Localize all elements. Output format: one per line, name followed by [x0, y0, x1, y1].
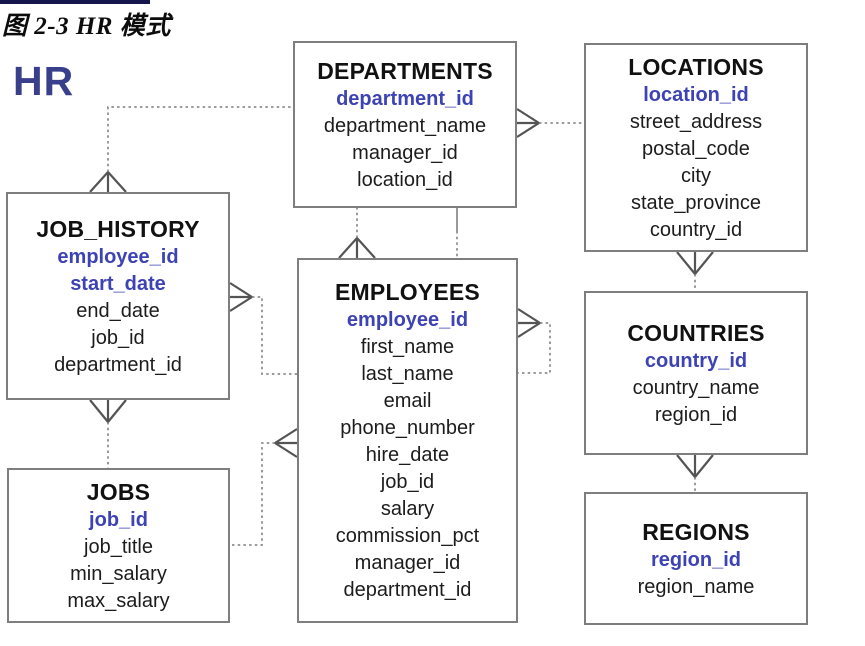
column-field: department_id: [343, 579, 472, 601]
crowsfoot-locations-bottom: [676, 251, 714, 275]
column-list: end_date job_id department_id: [54, 298, 182, 379]
crowsfoot-employees-top: [338, 237, 376, 259]
column-field: last_name: [361, 363, 454, 385]
entity-title: JOB_HISTORY: [36, 215, 200, 242]
column-field: commission_pct: [335, 525, 480, 547]
column-field: city: [680, 164, 711, 187]
pk-list: country_id: [645, 348, 747, 375]
column-field: region_name: [637, 575, 755, 598]
pk-field: region_id: [650, 548, 741, 571]
entity-title: JOBS: [86, 478, 151, 505]
column-field: country_name: [632, 376, 760, 399]
column-field: country_id: [649, 218, 743, 241]
entity-job-history: JOB_HISTORY employee_id start_date end_da…: [6, 192, 230, 400]
entity-title: LOCATIONS: [628, 53, 764, 80]
column-field: job_id: [91, 326, 145, 349]
crowsfoot-jobhistory-top: [89, 171, 127, 193]
entity-employees: EMPLOYEES employee_id first_name last_nam…: [297, 258, 518, 623]
column-field: min_salary: [70, 562, 167, 585]
connector-jobhistory-departments: [107, 106, 293, 172]
column-list: country_name region_id: [633, 375, 760, 429]
entity-title: EMPLOYEES: [335, 279, 480, 305]
pk-list: location_id: [643, 82, 749, 109]
column-field: location_id: [357, 168, 453, 191]
entity-departments: DEPARTMENTS department_id department_nam…: [293, 41, 517, 208]
entity-title: REGIONS: [642, 518, 750, 545]
crowsfoot-jobhistory-right: [229, 282, 253, 312]
connector-employees-jobs: [230, 442, 275, 546]
column-field: region_id: [654, 403, 738, 426]
pk-list: employee_id start_date: [57, 244, 178, 298]
pk-field: employee_id: [346, 309, 469, 331]
pk-list: employee_id: [347, 307, 468, 334]
schema-label: HR: [13, 58, 75, 104]
entity-countries: COUNTRIES country_id country_name region_…: [584, 291, 808, 455]
column-field: department_name: [323, 114, 487, 137]
column-field: state_province: [630, 191, 762, 214]
connector-employees-self-manager: [518, 322, 551, 374]
column-list: job_title min_salary max_salary: [67, 534, 169, 615]
connector-jobhistory-employees: [252, 296, 297, 375]
column-field: manager_id: [352, 141, 458, 164]
pk-list: job_id: [89, 507, 148, 534]
crowsfoot-departments-right: [516, 108, 540, 138]
pk-list: department_id: [336, 86, 474, 113]
crowsfoot-employees-left: [274, 428, 298, 458]
entity-title: COUNTRIES: [627, 319, 765, 346]
pk-field: start_date: [70, 272, 166, 295]
crowsfoot-countries-bottom: [676, 454, 714, 478]
column-list: department_name manager_id location_id: [324, 113, 486, 194]
entity-title: DEPARTMENTS: [317, 57, 493, 84]
column-field: department_id: [54, 353, 182, 376]
column-field: street_address: [629, 110, 763, 133]
pk-field: location_id: [643, 83, 749, 106]
column-field: salary: [380, 498, 435, 520]
column-field: manager_id: [354, 552, 461, 574]
column-field: email: [383, 390, 432, 412]
column-field: end_date: [76, 299, 160, 322]
entity-jobs: JOBS job_id job_title min_salary max_salar…: [7, 468, 230, 623]
column-field: job_id: [380, 471, 435, 493]
crowsfoot-employees-right: [517, 308, 541, 338]
entity-regions: REGIONS region_id region_name: [584, 492, 808, 625]
column-field: first_name: [360, 336, 455, 358]
crowsfoot-jobhistory-bottom: [89, 399, 127, 423]
pk-field: country_id: [644, 349, 748, 372]
column-field: phone_number: [340, 417, 475, 439]
column-field: postal_code: [642, 137, 750, 160]
column-list: region_name: [638, 574, 755, 601]
top-rule-divider: [0, 0, 150, 4]
pk-field: employee_id: [57, 245, 179, 268]
pk-field: department_id: [336, 87, 474, 110]
column-field: job_title: [84, 535, 153, 558]
pk-list: region_id: [651, 547, 741, 574]
column-field: hire_date: [365, 444, 450, 466]
figure-caption: 图 2-3 HR 模式: [2, 13, 171, 40]
pk-field: job_id: [89, 508, 148, 531]
column-field: max_salary: [67, 589, 170, 612]
